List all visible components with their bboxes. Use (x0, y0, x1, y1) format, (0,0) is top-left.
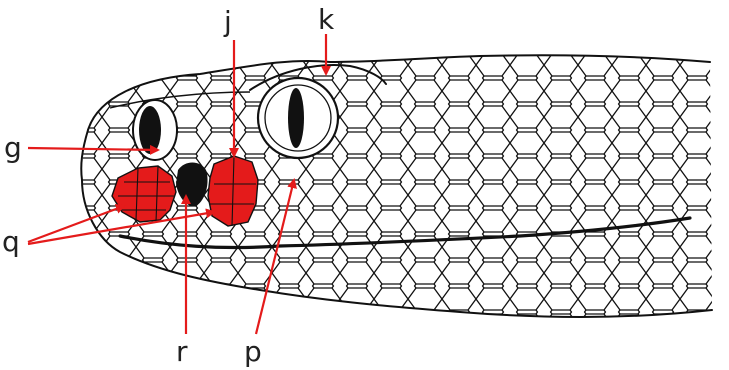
label-r: r (176, 338, 188, 366)
red-scales-rear (208, 156, 258, 226)
label-q: q (2, 228, 20, 256)
label-p: p (244, 338, 262, 366)
label-k: k (318, 6, 334, 34)
eye (258, 78, 338, 158)
label-j: j (224, 8, 232, 36)
label-g: g (4, 134, 22, 162)
